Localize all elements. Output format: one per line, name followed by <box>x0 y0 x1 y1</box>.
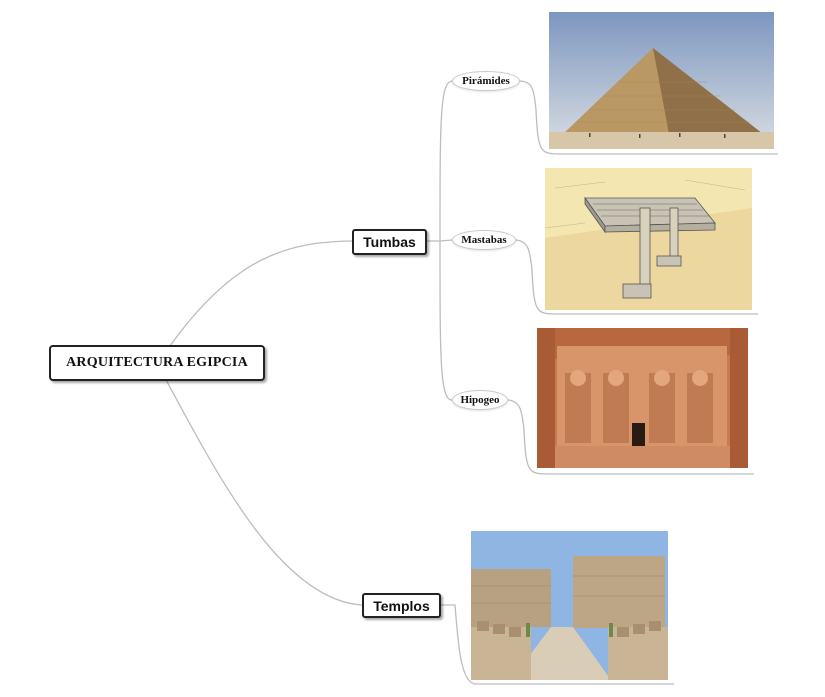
branch-node-templos[interactable]: Templos <box>362 593 441 618</box>
connector-hipogeo-image <box>507 399 754 475</box>
leaf-node-mastabas[interactable]: Mastabas <box>452 230 516 250</box>
mastaba-cross-section-drawing <box>545 168 752 310</box>
great-pyramid-photo <box>549 12 774 149</box>
branch-node-tumbas[interactable]: Tumbas <box>352 229 427 255</box>
leaf-node-hipogeo[interactable]: Hipogeo <box>452 390 508 410</box>
connector-root-tumbas <box>169 240 353 347</box>
connector-templos-image <box>441 604 674 685</box>
connector-tumbas-hipogeo <box>439 240 453 401</box>
connector-piramides-image <box>519 80 778 155</box>
connector-tumbas-piramides <box>439 80 453 242</box>
connector-mastabas-image <box>515 239 758 315</box>
connector-root-templos <box>164 377 363 606</box>
abu-simbel-temple-photo <box>537 328 748 468</box>
leaf-node-piramides[interactable]: Pirámides <box>452 71 520 91</box>
connector-tumbas-mastabas <box>439 239 453 242</box>
karnak-temple-avenue-photo <box>471 531 668 680</box>
root-node[interactable]: ARQUITECTURA EGIPCIA <box>49 345 265 381</box>
